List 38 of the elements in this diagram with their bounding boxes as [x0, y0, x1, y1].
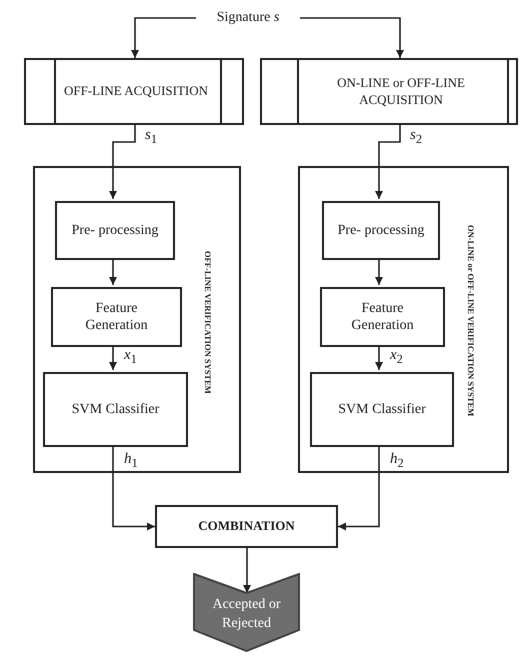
- output-label: Accepted or Rejected: [211, 596, 282, 632]
- box-label: Pre- processing: [72, 222, 158, 240]
- arrow: [109, 258, 117, 285]
- process-box: [320, 287, 445, 347]
- edge-label: h$_{2}$: [389, 452, 405, 470]
- arrow: [243, 548, 251, 593]
- arrow: [375, 345, 383, 370]
- process-box: [155, 505, 338, 548]
- arrow: [300, 17, 404, 58]
- acquisition-box: [260, 58, 518, 125]
- arrow: [338, 445, 380, 530]
- arrow: [131, 17, 196, 58]
- box-label: Feature Generation: [350, 300, 415, 334]
- edge-label: h$_{1}$: [123, 452, 139, 470]
- process-box: [51, 287, 182, 347]
- box-label: Feature Generation: [84, 300, 149, 334]
- process-box: [43, 372, 188, 447]
- system-panel: [33, 166, 241, 473]
- arrow: [375, 125, 401, 199]
- output-chevron: [193, 573, 300, 652]
- process-box: [310, 372, 454, 447]
- box-label: Pre- processing: [338, 222, 424, 240]
- process-box: [322, 201, 440, 260]
- box-label: COMBINATION: [198, 518, 295, 535]
- box-label: ON-LINE or OFF-LINE ACQUISITION: [336, 74, 466, 108]
- process-box: [55, 201, 175, 260]
- input-label: Signature s: [200, 7, 296, 29]
- box-label: OFF-LINE ACQUISITION: [64, 83, 208, 100]
- arrow: [109, 125, 136, 199]
- box-label: SVM Classifier: [72, 400, 160, 418]
- box-label: SVM Classifier: [338, 400, 426, 418]
- arrow: [112, 445, 155, 530]
- system-panel: [298, 166, 509, 473]
- system-title: ON-LINE or OFF-LINE VERIFICATION SYSTEM: [464, 224, 477, 418]
- arrow: [375, 258, 383, 285]
- system-title: OFF-LINE VERIFICATION SYSTEM: [202, 250, 214, 396]
- acquisition-box: [24, 58, 244, 125]
- arrow: [109, 345, 117, 370]
